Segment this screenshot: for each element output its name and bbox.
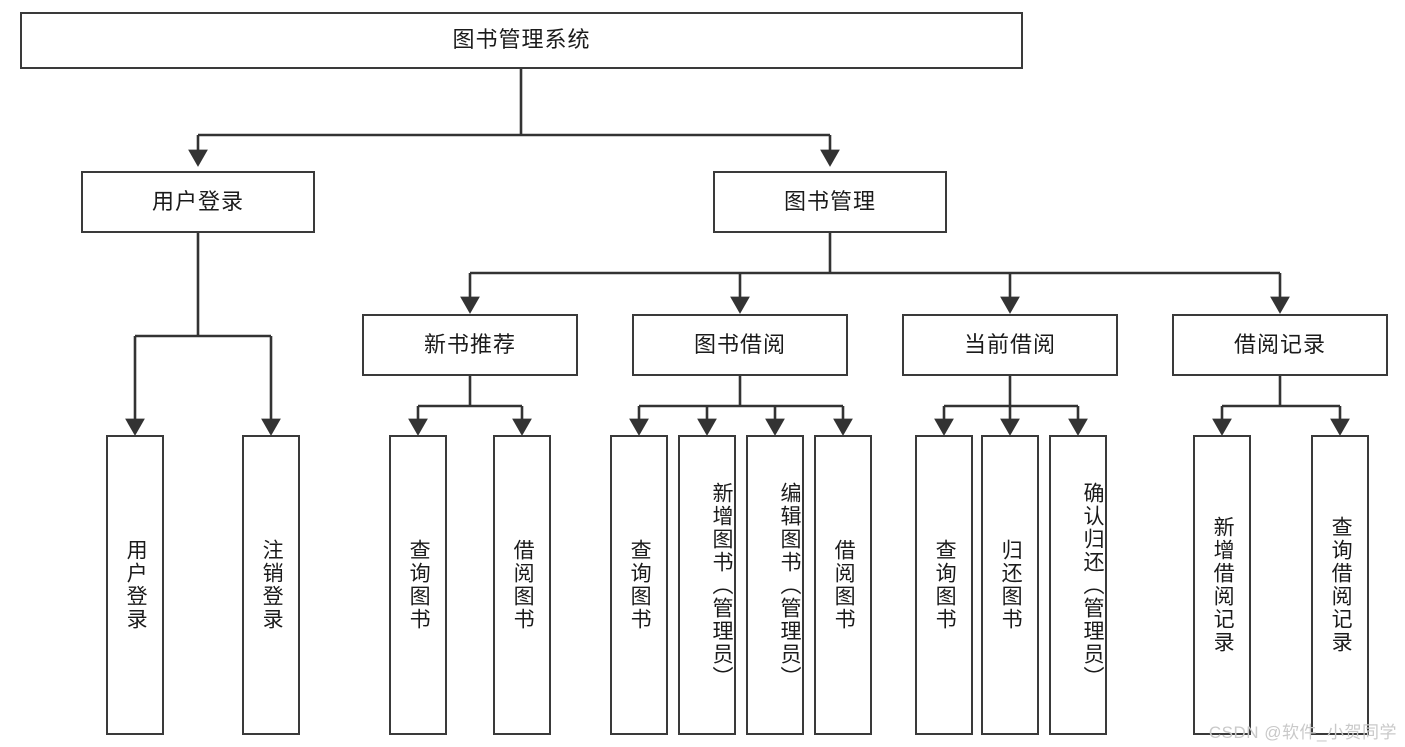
- leaf-label: 归还图书: [999, 539, 1023, 631]
- node-current-borrow[interactable]: 当前借阅: [902, 314, 1118, 376]
- leaf-record-query-record[interactable]: 查询借阅记录: [1311, 435, 1369, 735]
- node-user-login-label: 用户登录: [151, 188, 244, 214]
- leaf-label: 编辑图书（管理员）: [778, 481, 801, 689]
- leaf-user-login-login[interactable]: 用户登录: [106, 435, 164, 735]
- node-new-book-recommend[interactable]: 新书推荐: [362, 314, 578, 376]
- node-root[interactable]: 图书管理系统: [20, 12, 1023, 69]
- leaf-current-return-book[interactable]: 归还图书: [981, 435, 1039, 735]
- node-current-borrow-label: 当前借阅: [963, 331, 1056, 357]
- leaf-current-query-book[interactable]: 查询图书: [915, 435, 973, 735]
- leaf-label: 查询借阅记录: [1329, 516, 1353, 654]
- leaf-borrow-edit-book-admin[interactable]: 编辑图书（管理员）: [746, 435, 804, 735]
- leaf-label: 用户登录: [124, 539, 148, 631]
- leaf-label: 注销登录: [260, 539, 284, 631]
- node-book-borrow[interactable]: 图书借阅: [632, 314, 848, 376]
- node-borrow-record[interactable]: 借阅记录: [1172, 314, 1388, 376]
- node-book-borrow-label: 图书借阅: [693, 331, 786, 357]
- leaf-borrow-query-book[interactable]: 查询图书: [610, 435, 668, 735]
- watermark: CSDN @软件_小贺同学: [1208, 723, 1397, 742]
- leaf-label: 查询图书: [407, 539, 431, 631]
- leaf-label: 新增图书（管理员）: [710, 481, 733, 689]
- leaf-label: 确认归还（管理员）: [1081, 481, 1104, 689]
- leaf-current-confirm-return-admin[interactable]: 确认归还（管理员）: [1049, 435, 1107, 735]
- node-book-management[interactable]: 图书管理: [713, 171, 947, 233]
- node-borrow-record-label: 借阅记录: [1233, 331, 1326, 357]
- leaf-label: 借阅图书: [511, 539, 535, 631]
- leaf-borrow-add-book-admin[interactable]: 新增图书（管理员）: [678, 435, 736, 735]
- leaf-label: 借阅图书: [832, 539, 856, 631]
- node-user-login[interactable]: 用户登录: [81, 171, 315, 233]
- node-book-management-label: 图书管理: [783, 188, 876, 214]
- leaf-label: 新增借阅记录: [1211, 516, 1235, 654]
- leaf-user-login-logout[interactable]: 注销登录: [242, 435, 300, 735]
- leaf-record-add-record[interactable]: 新增借阅记录: [1193, 435, 1251, 735]
- leaf-label: 查询图书: [933, 539, 957, 631]
- leaf-borrow-borrow-book[interactable]: 借阅图书: [814, 435, 872, 735]
- node-root-label: 图书管理系统: [452, 27, 591, 53]
- node-new-book-recommend-label: 新书推荐: [423, 331, 516, 357]
- leaf-new-book-borrow-book[interactable]: 借阅图书: [493, 435, 551, 735]
- leaf-label: 查询图书: [628, 539, 652, 631]
- leaf-new-book-query-book[interactable]: 查询图书: [389, 435, 447, 735]
